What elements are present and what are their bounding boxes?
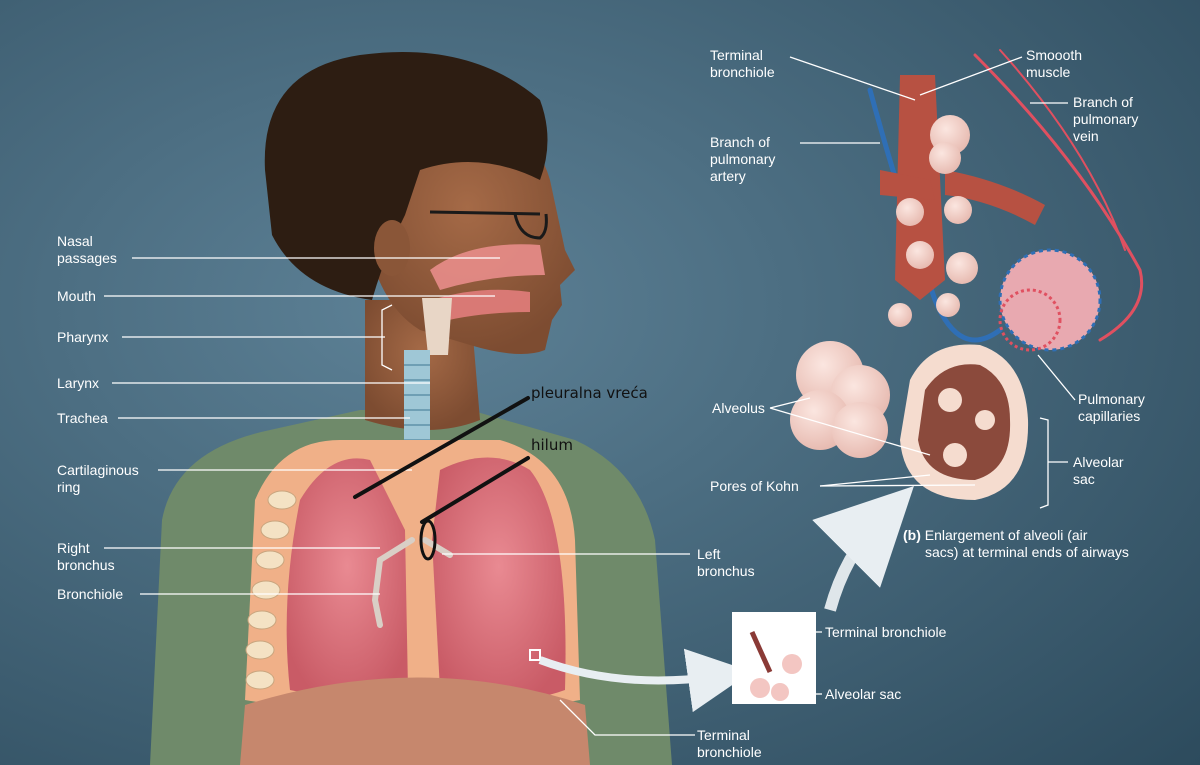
label-tb-bottom-line1: Terminal — [697, 727, 762, 744]
label-alveolar-sac-line2: sac — [1073, 471, 1124, 488]
label-terminal-bronchiole-top: Terminal bronchiole — [710, 47, 775, 81]
label-pores-of-kohn: Pores of Kohn — [710, 478, 799, 495]
label-nasal-line2: passages — [57, 250, 117, 267]
label-right-bronchus: Right bronchus — [57, 540, 115, 574]
label-cartilaginous-ring: Cartilaginous ring — [57, 462, 139, 496]
label-left-bronchus: Left bronchus — [697, 546, 755, 580]
label-pharynx: Pharynx — [57, 329, 108, 346]
label-smooth-muscle-line2: muscle — [1026, 64, 1082, 81]
label-bronchiole: Bronchiole — [57, 586, 123, 603]
label-cartilaginous-line1: Cartilaginous — [57, 462, 139, 479]
capillary-cluster — [1000, 250, 1100, 350]
label-vein-line3: vein — [1073, 128, 1138, 145]
label-smooth-muscle-line1: Smoooth — [1026, 47, 1082, 64]
label-artery-line2: pulmonary — [710, 151, 775, 168]
label-left-bronchus-line1: Left — [697, 546, 755, 563]
label-artery-line1: Branch of — [710, 134, 775, 151]
label-vein-line1: Branch of — [1073, 94, 1138, 111]
label-artery-line3: artery — [710, 168, 775, 185]
label-alveolar-sac: Alveolar sac — [1073, 454, 1124, 488]
annotation-hilum: hilum — [531, 436, 573, 454]
label-branch-pulmonary-vein: Branch of pulmonary vein — [1073, 94, 1138, 145]
caption-line2: sacs) at terminal ends of airways — [903, 544, 1129, 561]
caption-marker: (b) — [903, 527, 921, 543]
label-right-bronchus-line2: bronchus — [57, 557, 115, 574]
ear — [374, 220, 410, 276]
label-cartilaginous-line2: ring — [57, 479, 139, 496]
label-trachea: Trachea — [57, 410, 108, 427]
figure-caption: (b) Enlargement of alveoli (air sacs) at… — [903, 527, 1129, 561]
label-pulmonary-capillaries: Pulmonary capillaries — [1078, 391, 1145, 425]
label-left-bronchus-line2: bronchus — [697, 563, 755, 580]
label-alveolar-sac-inset: Alveolar sac — [825, 686, 901, 703]
label-alveolar-sac-line1: Alveolar — [1073, 454, 1124, 471]
label-tb-top-line1: Terminal — [710, 47, 775, 64]
label-nasal-line1: Nasal — [57, 233, 117, 250]
label-tb-bottom-line2: bronchiole — [697, 744, 762, 761]
label-branch-pulmonary-artery: Branch of pulmonary artery — [710, 134, 775, 185]
label-terminal-bronchiole-bottom: Terminal bronchiole — [697, 727, 762, 761]
label-nasal-passages: Nasal passages — [57, 233, 117, 267]
label-capillaries-line1: Pulmonary — [1078, 391, 1145, 408]
label-terminal-bronchiole-inset: Terminal bronchiole — [825, 624, 946, 641]
label-tb-top-line2: bronchiole — [710, 64, 775, 81]
label-mouth: Mouth — [57, 288, 96, 305]
label-capillaries-line2: capillaries — [1078, 408, 1145, 425]
label-smooth-muscle: Smoooth muscle — [1026, 47, 1082, 81]
label-alveolus: Alveolus — [712, 400, 765, 417]
caption-line1: Enlargement of alveoli (air — [925, 527, 1088, 543]
annotation-pleura: pleuralna vreća — [531, 384, 648, 402]
label-right-bronchus-line1: Right — [57, 540, 115, 557]
label-larynx: Larynx — [57, 375, 99, 392]
label-vein-line2: pulmonary — [1073, 111, 1138, 128]
